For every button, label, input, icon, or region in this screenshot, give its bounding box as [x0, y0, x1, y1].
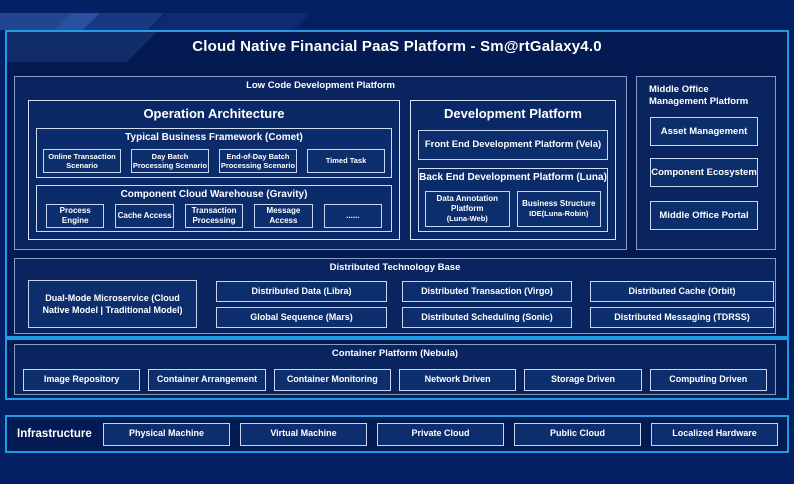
- middle-office-item-asset-management: Asset Management: [650, 117, 758, 146]
- container-item-network-driven: Network Driven: [398, 369, 517, 391]
- comet-item-day-batch: Day Batch Processing Scenario: [131, 149, 209, 173]
- infra-item-physical-machine: Physical Machine: [103, 422, 230, 446]
- luna-item-data-annotation-code: (Luna-Web): [446, 214, 488, 224]
- gravity-item-cache-access: Cache Access: [115, 204, 174, 228]
- distributed-base-label: Distributed Technology Base: [329, 262, 461, 273]
- deco-diagonal-band: [55, 13, 165, 30]
- container-platform-section: Container Platform (Nebula) Image Reposi…: [14, 344, 776, 395]
- container-item-computing-driven: Computing Driven: [649, 369, 767, 391]
- front-end-platform-box: Front End Development Platform (Vela): [418, 130, 608, 160]
- infrastructure-label: Infrastructure: [17, 428, 92, 440]
- infra-item-virtual-machine: Virtual Machine: [240, 422, 367, 446]
- page-title: Cloud Native Financial PaaS Platform - S…: [192, 38, 602, 55]
- deco-diagonal-band: [150, 13, 310, 30]
- global-sequence-box: Global Sequence (Mars): [216, 307, 387, 328]
- infra-item-localized-hardware: Localized Hardware: [651, 422, 778, 446]
- distributed-transaction-box: Distributed Transaction (Virgo): [402, 281, 572, 302]
- gravity-item-transaction-processing: Transaction Processing: [184, 204, 244, 228]
- infra-item-private-cloud: Private Cloud: [377, 422, 504, 446]
- container-item-image-repository: Image Repository: [23, 369, 141, 391]
- comet-framework-panel: Typical Business Framework (Comet) Onlin…: [36, 128, 392, 178]
- operation-architecture-panel: Operation Architecture Typical Business …: [28, 100, 400, 240]
- development-platform-panel: Development Platform Front End Developme…: [410, 100, 616, 240]
- distributed-dual-mode-box: Dual-Mode Microservice (Cloud Native Mod…: [28, 280, 197, 328]
- middle-office-section: Middle Office Management Platform Asset …: [636, 76, 776, 250]
- deco-diagonal-band: [0, 13, 100, 30]
- container-item-arrangement: Container Arrangement: [148, 369, 266, 391]
- low-code-platform-section: Low Code Development Platform Operation …: [14, 76, 627, 250]
- luna-item-business-structure-code: IDE(Luna-Robin): [529, 209, 589, 219]
- gravity-item-process-engine: Process Engine: [46, 204, 105, 228]
- low-code-platform-label: Low Code Development Platform: [246, 80, 395, 91]
- luna-item-data-annotation: Data Annotation Platform (Luna-Web): [425, 191, 510, 227]
- luna-item-data-annotation-name: Data Annotation Platform: [436, 194, 498, 214]
- middle-office-label: Middle Office Management Platform: [649, 84, 749, 108]
- main-frame: Cloud Native Financial PaaS Platform - S…: [5, 30, 789, 338]
- gravity-warehouse-title: Component Cloud Warehouse (Gravity): [120, 189, 308, 200]
- container-platform-label: Container Platform (Nebula): [331, 348, 459, 359]
- distributed-cache-box: Distributed Cache (Orbit): [590, 281, 774, 302]
- back-end-platform-panel: Back End Development Platform (Luna) Dat…: [418, 168, 608, 232]
- middle-office-item-portal: Middle Office Portal: [650, 201, 758, 230]
- gravity-item-message-access: Message Access: [254, 204, 313, 228]
- comet-item-online-transaction: Online Transaction Scenario: [43, 149, 121, 173]
- comet-item-end-of-day-batch: End-of-Day Batch Processing Scenario: [219, 149, 297, 173]
- back-end-platform-title: Back End Development Platform (Luna): [419, 172, 607, 183]
- infra-item-public-cloud: Public Cloud: [514, 422, 641, 446]
- operation-architecture-title: Operation Architecture: [143, 106, 285, 121]
- gravity-item-ellipsis: ......: [323, 204, 383, 228]
- distributed-base-section: Distributed Technology Base Dual-Mode Mi…: [14, 258, 776, 334]
- infrastructure-section: Infrastructure Physical Machine Virtual …: [7, 417, 787, 451]
- container-frame: Container Platform (Nebula) Image Reposi…: [5, 338, 789, 400]
- distributed-messaging-box: Distributed Messaging (TDRSS): [590, 307, 774, 328]
- comet-item-timed-task: Timed Task: [307, 149, 385, 173]
- gravity-warehouse-panel: Component Cloud Warehouse (Gravity) Proc…: [36, 185, 392, 232]
- comet-framework-title: Typical Business Framework (Comet): [125, 132, 303, 143]
- luna-item-business-structure-name: Business Structure: [522, 199, 596, 209]
- middle-office-item-component-ecosystem: Component Ecosystem: [650, 158, 758, 187]
- distributed-data-box: Distributed Data (Libra): [216, 281, 387, 302]
- infrastructure-frame: Infrastructure Physical Machine Virtual …: [5, 415, 789, 453]
- container-item-monitoring: Container Monitoring: [273, 369, 391, 391]
- container-item-storage-driven: Storage Driven: [524, 369, 642, 391]
- development-platform-title: Development Platform: [444, 106, 582, 121]
- distributed-scheduling-box: Distributed Scheduling (Sonic): [402, 307, 572, 328]
- luna-item-business-structure: Business Structure IDE(Luna-Robin): [516, 191, 601, 227]
